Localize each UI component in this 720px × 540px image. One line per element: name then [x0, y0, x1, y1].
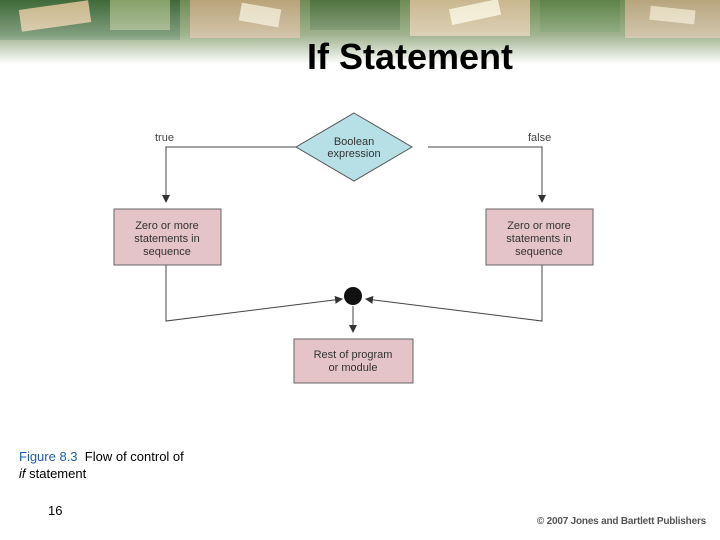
decision-text-line-1: Boolean: [334, 136, 374, 148]
true-box-line-2: statements in: [134, 233, 199, 245]
true-branch-box: Zero or more statements in sequence: [113, 208, 222, 266]
caption-italic-keyword: if: [19, 466, 26, 481]
false-box-line-1: Zero or more: [507, 220, 571, 232]
figure-number: Figure 8.3: [19, 449, 78, 464]
true-box-line-3: sequence: [143, 246, 191, 258]
figure-caption: Figure 8.3 Flow of control of if stateme…: [19, 448, 184, 482]
false-branch-line: [428, 146, 546, 203]
true-branch-line: [162, 146, 296, 203]
false-box-line-3: sequence: [515, 246, 563, 258]
page-number: 16: [48, 503, 63, 518]
caption-text-end: statement: [25, 466, 87, 481]
false-branch-box: Zero or more statements in sequence: [485, 208, 594, 266]
copyright-notice: © 2007 Jones and Bartlett Publishers: [536, 516, 706, 527]
header-banner: [0, 0, 720, 64]
caption-text: Flow of control of: [84, 449, 184, 464]
merge-point-dot: [344, 287, 362, 305]
false-box-line-2: statements in: [506, 233, 571, 245]
decision-node: Boolean expression: [295, 112, 413, 182]
rest-box-line-1: Rest of program: [314, 349, 393, 361]
left-merge-line: [165, 265, 343, 322]
right-merge-line: [365, 265, 543, 322]
decision-text-line-2: expression: [327, 148, 380, 160]
false-label: false: [528, 132, 551, 144]
rest-of-program-box: Rest of program or module: [293, 338, 414, 384]
decision-diamond: [295, 112, 413, 182]
flow-connectors: [162, 146, 546, 333]
true-label: true: [155, 132, 174, 144]
true-box-line-1: Zero or more: [135, 220, 199, 232]
rest-box-line-2: or module: [329, 362, 378, 374]
slide-title: If Statement: [306, 36, 514, 77]
